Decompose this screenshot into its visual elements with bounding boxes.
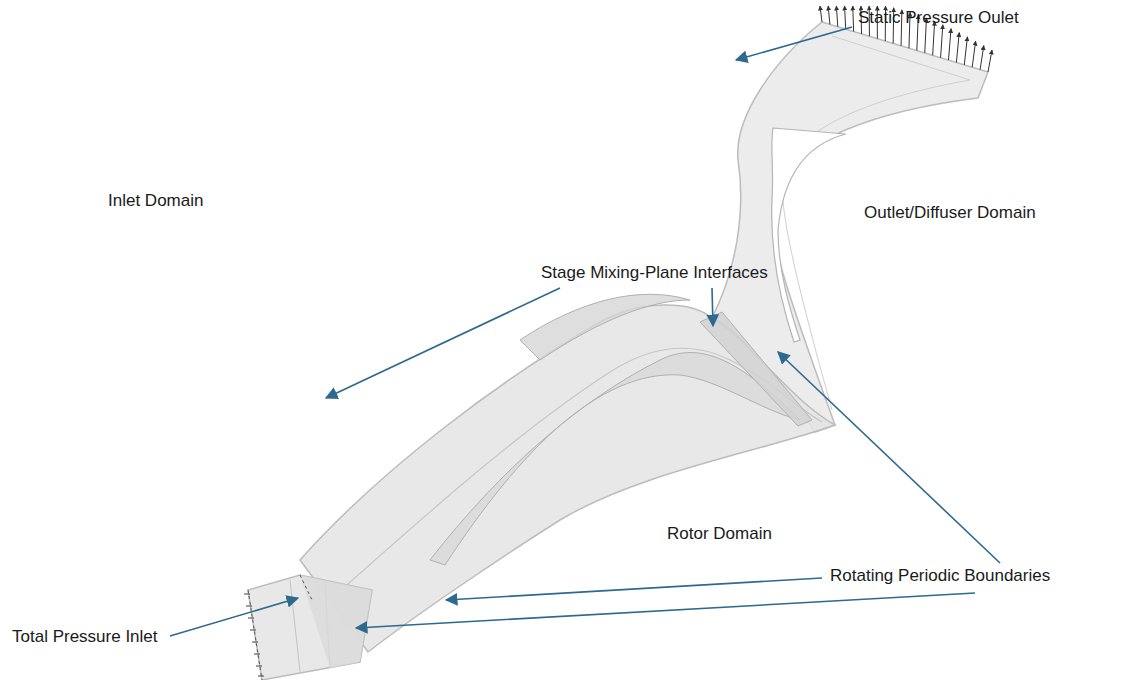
outlet-arrow — [964, 37, 967, 65]
part-label: Total Pressure Inlet — [12, 627, 158, 647]
outlet-arrow — [941, 25, 943, 58]
part-label: Inlet Domain — [108, 191, 203, 211]
rotor-domain — [300, 294, 835, 652]
outlet-arrow — [828, 6, 830, 24]
part-label: Rotor Domain — [667, 524, 772, 544]
part-label: Stage Mixing-Plane Interfaces — [541, 263, 768, 283]
leader-lines — [170, 27, 1000, 636]
part-label: Static Pressure Oulet — [858, 8, 1019, 28]
part-label: Outlet/Diffuser Domain — [864, 203, 1036, 223]
outlet-arrow — [852, 6, 854, 32]
inlet-domain — [248, 575, 372, 680]
inlet-bc-ticks — [244, 594, 264, 676]
outlet-arrow — [980, 46, 984, 70]
outlet-arrow — [988, 50, 992, 72]
outlet-arrow — [820, 6, 822, 22]
outlet-arrow — [845, 6, 846, 29]
outlet-arrow — [972, 41, 975, 67]
part-label: Rotating Periodic Boundaries — [830, 566, 1050, 586]
outlet-arrow — [956, 33, 959, 63]
outlet-arrow — [836, 6, 837, 27]
outlet-arrow — [948, 29, 951, 61]
